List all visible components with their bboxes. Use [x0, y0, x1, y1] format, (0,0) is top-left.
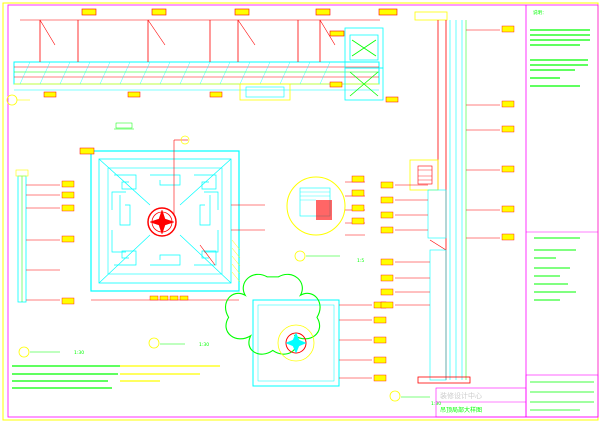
wall-section-view — [380, 11, 515, 384]
sheet-title: 吊顶局部大样图 — [440, 406, 482, 414]
top-section-view — [6, 8, 399, 130]
column-section-view: 1:30 — [15, 169, 84, 358]
section-label-marker — [114, 122, 134, 130]
medallion-quatrefoil — [224, 273, 321, 355]
column-section-title: 1:30 — [18, 346, 84, 358]
medallion-plan-view: 1:30 — [224, 273, 441, 407]
title-block: 装修设计中心 吊顶局部大样图 — [435, 387, 527, 418]
cornice-detail — [344, 27, 384, 101]
enlarged-detail-view: 1:5 — [286, 175, 365, 264]
column-section-scale: 1:30 — [74, 350, 84, 356]
center-medallion — [147, 207, 177, 237]
detail-circle — [286, 176, 346, 236]
ceiling-plan-scale: 1:30 — [199, 342, 209, 348]
ceiling-plan-outer — [90, 150, 240, 292]
notes-heading: 说明： — [533, 9, 547, 16]
detail-scale: 1:5 — [357, 258, 364, 264]
ceiling-plan-title: 1:30 — [148, 337, 209, 349]
drawing-frame — [7, 4, 599, 418]
ceiling-slab — [13, 61, 380, 85]
company-watermark: 装修设计中心 — [440, 391, 482, 400]
notes-panel: 说明： — [525, 5, 599, 418]
ceiling-plan-view: 1:30 — [79, 135, 265, 349]
detail-title: 1:5 — [294, 250, 364, 264]
bottom-notes — [12, 365, 220, 389]
medallion-title: 1:30 — [389, 390, 441, 407]
